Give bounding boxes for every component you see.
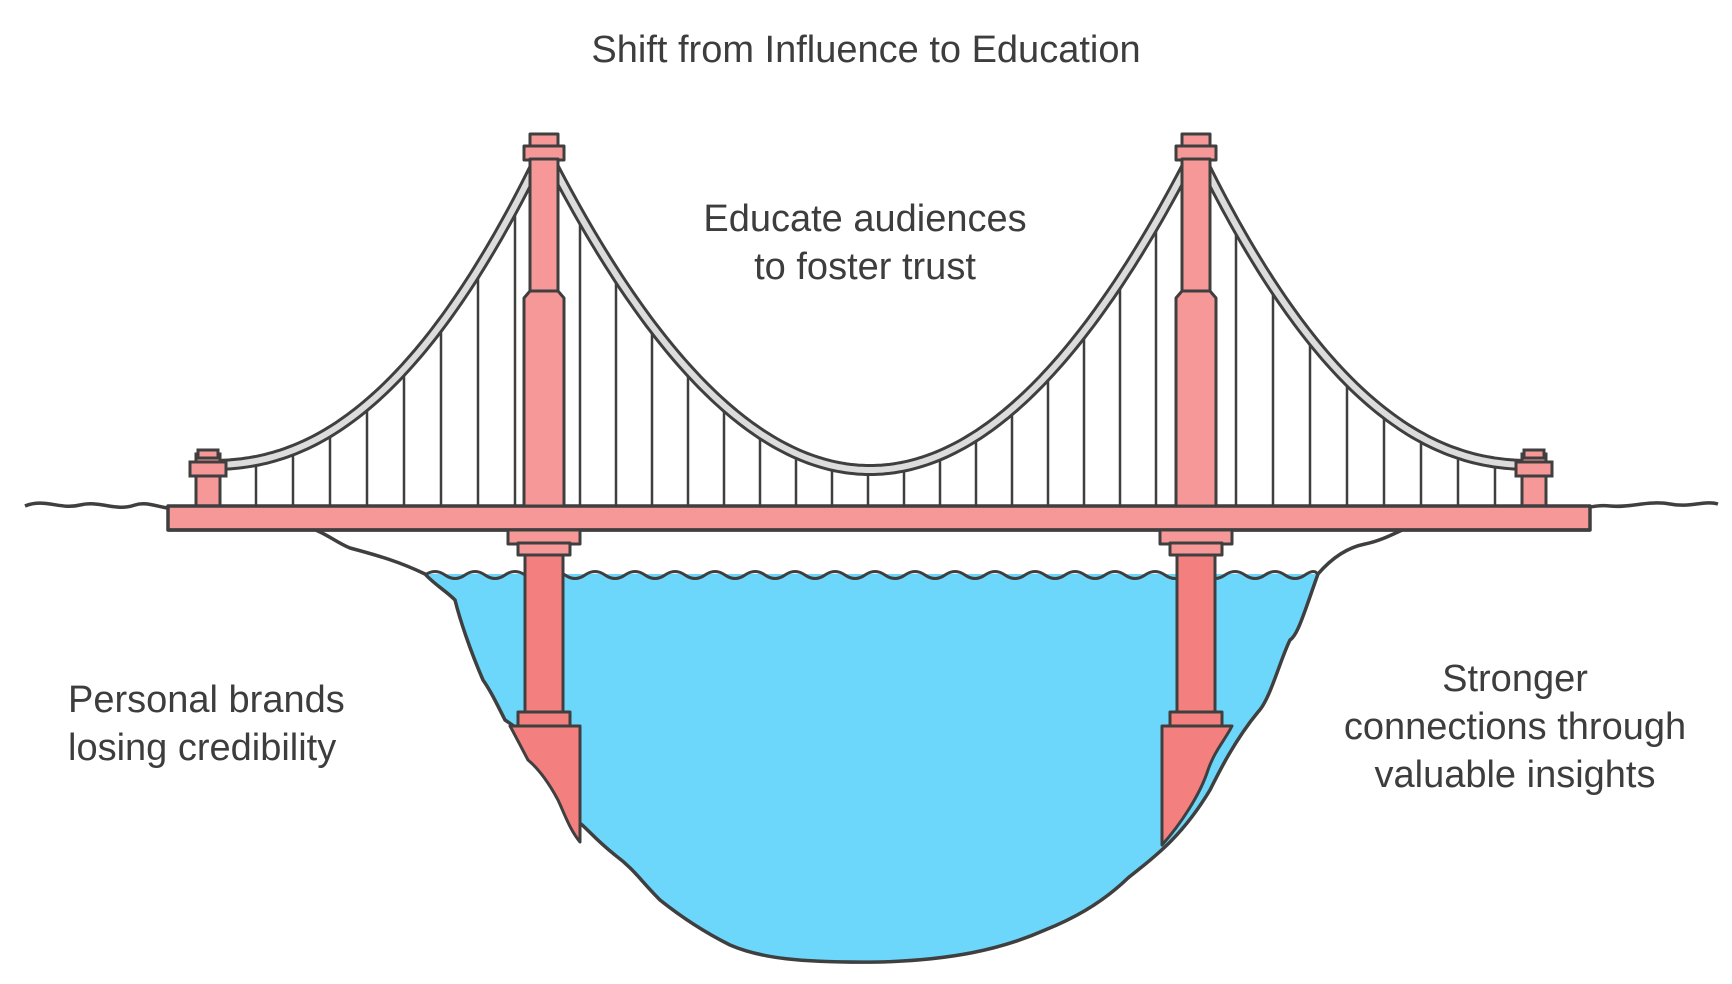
right-label: Stronger connections through valuable in… [1310,655,1720,799]
center-label-line-1: Educate audiences [703,198,1027,240]
left-anchor [188,448,228,510]
right-label-line-1: Stronger [1442,658,1588,700]
diagram-title: Shift from Influence to Education [591,29,1141,71]
center-label-line-2: to foster trust [754,246,976,288]
main-cable [204,145,1536,476]
left-label-line-2: losing credibility [68,727,337,769]
right-label-line-2: connections through [1343,706,1687,748]
left-tower [506,132,582,557]
right-label-line-3: valuable insights [1374,754,1656,796]
right-tower [1158,132,1234,557]
left-label: Personal brands losing credibility [68,676,345,772]
water [425,574,1318,963]
left-label-line-1: Personal brands [68,679,345,721]
water-surface [424,570,1320,580]
right-anchor [1514,448,1554,510]
bridge-deck [166,504,1592,532]
right-pier [1160,551,1234,847]
suspender-cables [254,209,1497,506]
center-label: Educate audiences to foster trust [665,195,1065,291]
left-pier [508,551,582,844]
